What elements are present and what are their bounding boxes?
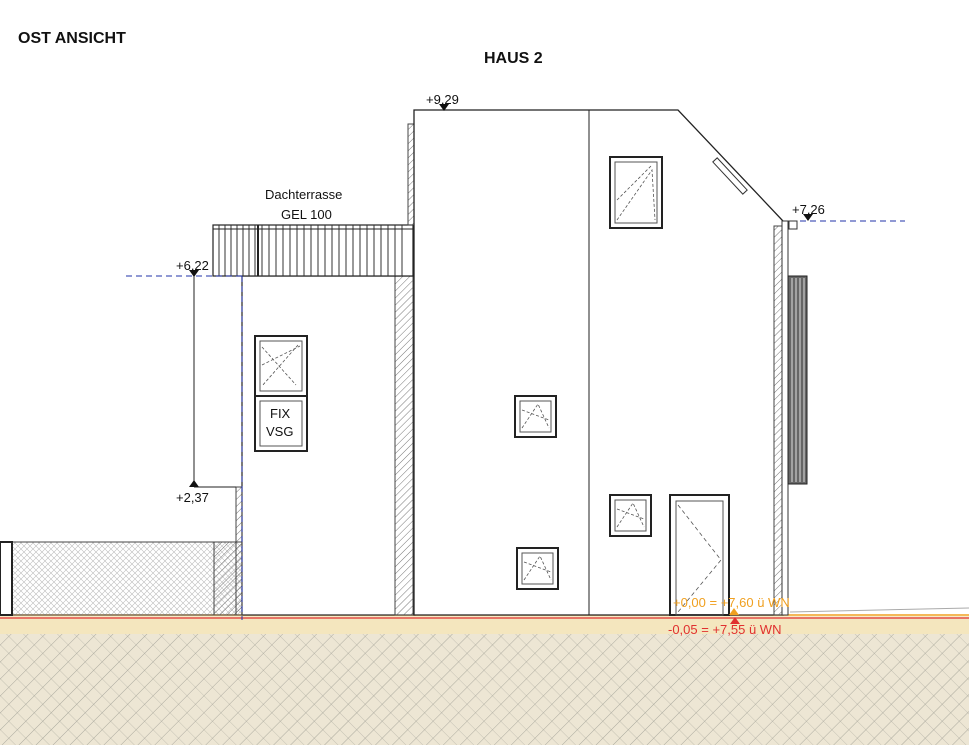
level-ground: -0,05 = +7,55 ü WN	[668, 622, 781, 637]
window-tower-mid	[514, 395, 557, 438]
view-title: OST ANSICHT	[18, 30, 126, 47]
level-terrace: +6,22	[176, 258, 209, 273]
level-floor: +0,00 = +7,60 ü WN	[673, 595, 790, 610]
terrace-railing	[212, 224, 414, 277]
terrace-label-1: Dachterrasse	[265, 187, 342, 202]
window-vsg-label: VSG	[266, 424, 293, 439]
garden-fence	[0, 541, 243, 616]
window-tower-low-left	[516, 547, 559, 590]
level-guides	[126, 104, 905, 624]
main-building	[407, 109, 808, 616]
ground	[0, 607, 969, 745]
window-tower-low-right	[609, 494, 652, 537]
level-ridge: +9,29	[426, 92, 459, 107]
entrance-door	[669, 494, 730, 616]
window-fix-upper	[254, 335, 308, 452]
level-low: +2,37	[176, 490, 209, 505]
terrace-label-2: GEL 100	[281, 207, 332, 222]
window-tower-top	[609, 156, 663, 229]
window-fix-label: FIX	[270, 406, 291, 421]
house-title: HAUS 2	[484, 50, 543, 67]
level-eave: +7,26	[792, 202, 825, 217]
